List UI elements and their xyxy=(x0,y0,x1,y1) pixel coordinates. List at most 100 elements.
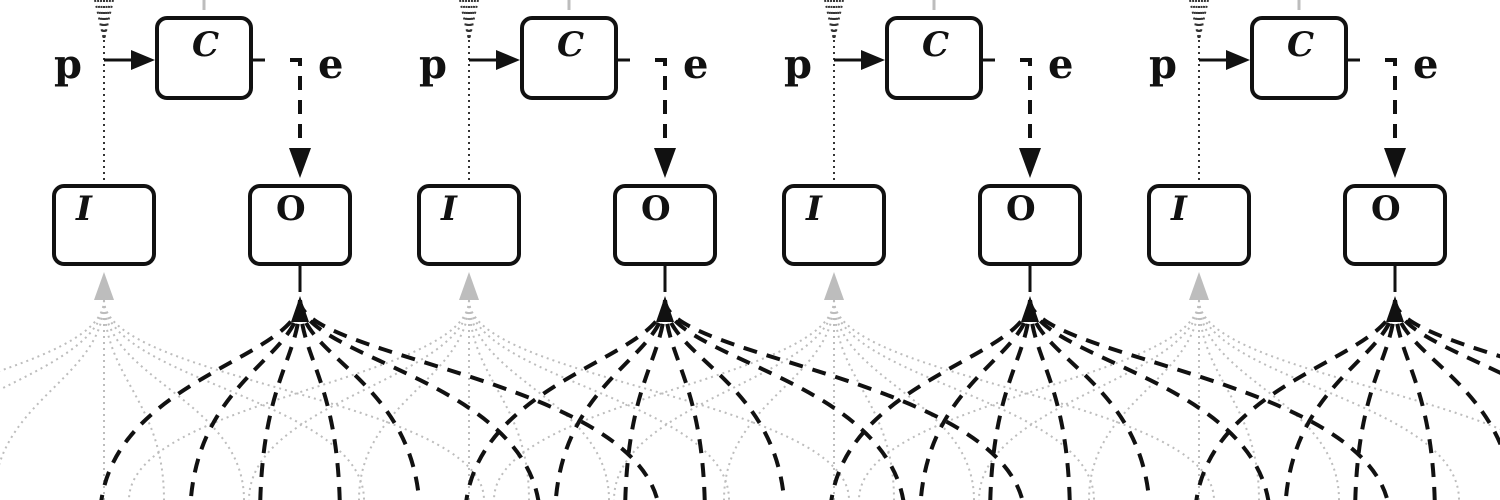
input-faint-arrowhead xyxy=(459,272,479,300)
e-corner xyxy=(655,58,667,66)
output-fanout-curve xyxy=(1028,299,1390,500)
output-label: O xyxy=(1371,189,1401,229)
p-label: p xyxy=(784,41,812,88)
output-fanout-curve xyxy=(1028,299,1152,500)
e-label: e xyxy=(1048,41,1073,88)
output-fanout-curve xyxy=(1393,299,1437,500)
top-dotted-fan-line xyxy=(833,0,841,41)
faint-input-curve xyxy=(468,299,850,500)
output-label: O xyxy=(276,189,306,229)
output-fanout-curve xyxy=(1283,299,1397,500)
faint-input-curve xyxy=(833,299,1215,500)
e-label: e xyxy=(318,41,343,88)
output-fanout-curve xyxy=(1028,299,1072,500)
output-fanout-curve xyxy=(663,299,787,500)
faint-input-curve xyxy=(0,299,105,372)
e-corner xyxy=(1385,58,1397,66)
faint-input-curve xyxy=(978,299,1200,500)
output-fanout-arrowhead xyxy=(1386,296,1404,322)
faint-input-curve xyxy=(833,299,975,500)
p-arrowhead xyxy=(861,50,885,70)
top-dotted-fan-line xyxy=(1198,0,1203,41)
output-fanout-curve xyxy=(988,299,1032,500)
e-arrowhead xyxy=(289,148,311,178)
faint-input-curve xyxy=(248,299,470,500)
context-label: C xyxy=(557,25,584,65)
output-fanout-curve xyxy=(298,299,541,500)
output-fanout-curve xyxy=(1393,299,1500,449)
faint-input-curve xyxy=(0,299,105,391)
context-label: C xyxy=(1287,25,1314,65)
context-box xyxy=(520,16,618,100)
context-box xyxy=(885,16,983,100)
output-fanout-curve xyxy=(258,299,302,500)
input-label: I xyxy=(1170,189,1188,229)
input-label: I xyxy=(75,189,93,229)
top-dotted-fan-line xyxy=(468,0,479,41)
context-box xyxy=(1250,16,1348,100)
top-dotted-fan-line xyxy=(1198,0,1209,41)
e-arrowhead xyxy=(1019,148,1041,178)
p-label: p xyxy=(54,41,82,88)
faint-input-curve xyxy=(723,299,835,500)
p-arrowhead xyxy=(1226,50,1250,70)
top-dotted-fan-line xyxy=(468,0,476,41)
top-dotted-fan-line xyxy=(103,0,114,41)
faint-input-curve xyxy=(0,299,105,466)
faint-input-curve xyxy=(1198,299,1500,431)
faint-input-curve xyxy=(468,299,610,500)
top-dotted-fan-line xyxy=(462,0,470,41)
input-faint-arrowhead xyxy=(1189,272,1209,300)
input-faint-arrowhead xyxy=(824,272,844,300)
e-corner xyxy=(290,58,302,66)
output-fanout-connections xyxy=(99,299,1500,500)
output-fanout-curve xyxy=(298,299,342,500)
module-unit: Cp eI O xyxy=(52,0,352,322)
faint-input-curve xyxy=(468,299,530,500)
context-label: C xyxy=(922,25,949,65)
e-corner xyxy=(1020,58,1032,66)
top-dotted-fan-line xyxy=(830,0,835,41)
output-fanout-curve xyxy=(829,299,1032,500)
faint-input-connections xyxy=(0,299,1500,500)
input-box xyxy=(417,184,521,266)
top-dotted-fan-line xyxy=(103,0,108,41)
output-fanout-curve xyxy=(1393,299,1500,375)
output-fanout-curve xyxy=(298,299,660,500)
faint-input-curve xyxy=(493,299,835,500)
faint-input-curve xyxy=(613,299,835,500)
output-fanout-curve xyxy=(1393,299,1500,359)
output-fanout-curve xyxy=(99,299,302,500)
top-dotted-fan-line xyxy=(833,0,838,41)
output-fanout-arrowhead xyxy=(291,296,309,322)
top-dotted-fan-line xyxy=(459,0,470,41)
input-box xyxy=(52,184,156,266)
top-dotted-fan-line xyxy=(833,0,844,41)
context-label: C xyxy=(192,25,219,65)
top-dotted-fan-line xyxy=(465,0,470,41)
faint-input-curve xyxy=(1198,299,1340,500)
output-fanout-curve xyxy=(553,299,667,500)
e-label: e xyxy=(683,41,708,88)
input-label: I xyxy=(440,189,458,229)
top-dotted-fan-line xyxy=(1189,0,1200,41)
output-fanout-arrowhead xyxy=(656,296,674,322)
input-box xyxy=(782,184,886,266)
output-fanout-curve xyxy=(464,299,667,500)
top-dotted-fan-line xyxy=(94,0,105,41)
faint-input-curve xyxy=(103,299,245,500)
faint-input-curve xyxy=(103,299,485,500)
top-dotted-fan-line xyxy=(97,0,105,41)
top-dotted-fan-line xyxy=(824,0,835,41)
faint-input-curve xyxy=(833,299,895,500)
input-faint-arrowhead xyxy=(94,272,114,300)
output-fanout-arrowhead xyxy=(1021,296,1039,322)
output-label: O xyxy=(1006,189,1036,229)
faint-input-curve xyxy=(1198,299,1260,500)
p-arrowhead xyxy=(496,50,520,70)
top-dotted-fan-line xyxy=(1198,0,1206,41)
